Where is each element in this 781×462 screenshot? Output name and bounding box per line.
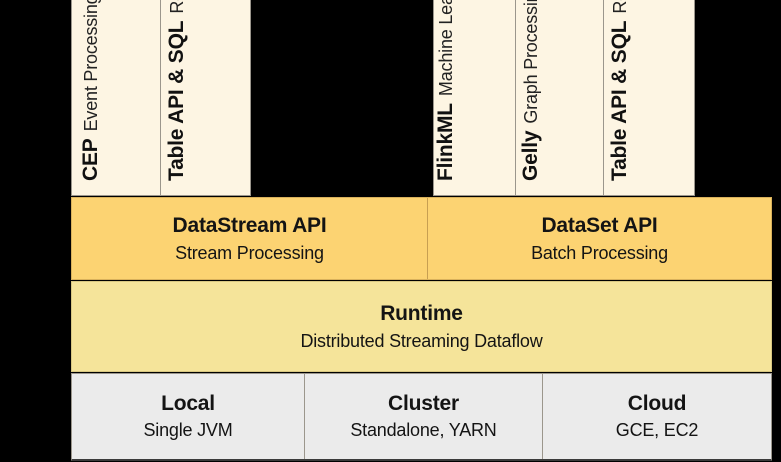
library-box-gelly[interactable]: Gelly Graph Processing [516,0,604,195]
deployment-subtitle-cluster: Standalone, YARN [350,420,497,440]
api-box-dataset[interactable]: DataSet API Batch Processing [428,198,771,279]
deployment-layer: Local Single JVM Cluster Standalone, YAR… [71,373,772,461]
library-box-table-api-sql-batch[interactable]: Table API & SQL Relational [604,0,694,195]
library-subtitle-flinkml: Machine Learning [435,0,456,97]
runtime-layer[interactable]: Runtime Distributed Streaming Dataflow [71,281,772,372]
library-subtitle-table-api-sql-batch: Relational [610,0,630,14]
library-box-cep[interactable]: CEP Event Processing [72,0,161,195]
library-title-flinkml: FlinkML [434,103,457,181]
deployment-box-local[interactable]: Local Single JVM [72,374,305,459]
deployment-box-cloud[interactable]: Cloud GCE, EC2 [543,374,771,459]
library-subtitle-cep: Event Processing [81,0,101,132]
library-title-table-api-sql-batch: Table API & SQL [608,20,631,181]
library-label-cep: CEP Event Processing [79,0,102,181]
library-group-batch: FlinkML Machine Learning Gelly Graph Pro… [433,0,695,196]
library-box-table-api-sql-streaming[interactable]: Table API & SQL Relational [161,0,250,195]
library-label-table-api-sql-streaming: Table API & SQL Relational [164,0,188,181]
deployment-title-cluster: Cluster [388,392,459,415]
api-box-datastream[interactable]: DataStream API Stream Processing [72,198,428,279]
library-title-cep: CEP [79,138,102,181]
deployment-box-cluster[interactable]: Cluster Standalone, YARN [305,374,543,459]
api-layer: DataStream API Stream Processing DataSet… [71,197,772,280]
deployment-subtitle-local: Single JVM [143,420,233,440]
runtime-subtitle: Distributed Streaming Dataflow [300,330,543,351]
library-label-table-api-sql-batch: Table API & SQL Relational [608,0,631,181]
library-title-table-api-sql-streaming: Table API & SQL [164,20,188,181]
deployment-subtitle-cloud: GCE, EC2 [615,420,699,440]
api-subtitle-dataset: Batch Processing [531,242,668,263]
library-label-flinkml: FlinkML Machine Learning [434,0,457,181]
runtime-title: Runtime [380,301,463,325]
api-title-datastream: DataStream API [172,213,327,237]
deployment-title-local: Local [161,392,215,415]
library-group-streaming: CEP Event Processing Table API & SQL Rel… [71,0,251,196]
library-subtitle-gelly: Graph Processing [520,0,541,124]
library-title-gelly: Gelly [518,130,542,181]
api-title-dataset: DataSet API [541,213,658,237]
library-subtitle-table-api-sql-streaming: Relational [167,0,187,14]
api-subtitle-datastream: Stream Processing [175,242,324,263]
deployment-title-cloud: Cloud [627,392,687,415]
library-box-flinkml[interactable]: FlinkML Machine Learning [434,0,516,195]
library-label-gelly: Gelly Graph Processing [518,0,542,181]
